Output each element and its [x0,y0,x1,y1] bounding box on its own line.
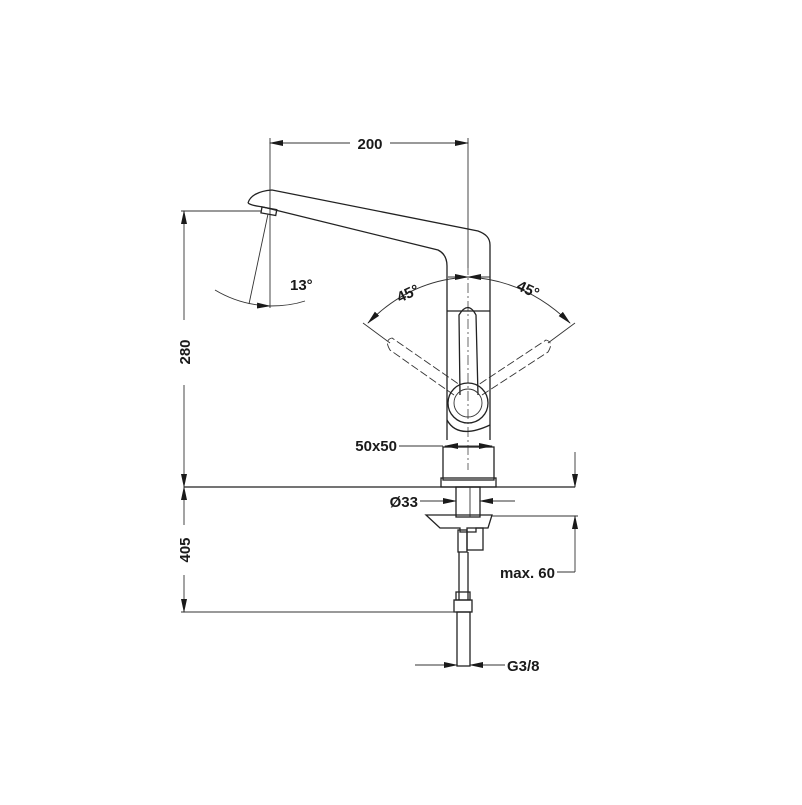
dim-label-50x50: 50x50 [355,438,397,455]
base: 50x50 [355,438,497,488]
dim-label-280: 280 [177,339,194,364]
dimension-connection: G3/8 [415,658,540,675]
dimension-spout-reach: 200 [269,136,469,308]
dim-label-13deg: 13° [290,277,313,294]
dim-label-45-right: 45° [514,277,542,302]
dimension-hole: Ø33 [390,494,515,511]
dimension-height: 280 [177,210,262,488]
dim-label-45-left: 45° [394,281,422,306]
dim-label-405: 405 [177,537,194,562]
dimension-handle-angles: 45° 45° [362,274,576,344]
mounting-hardware [424,486,493,667]
dim-label-g38: G3/8 [507,658,540,675]
dim-label-max60: max. 60 [500,565,555,582]
dim-label-200: 200 [357,136,382,153]
dimension-below-counter: 405 [177,486,455,613]
dimension-spray-angle: 13° [214,213,313,309]
mixer-body [387,306,551,432]
dimension-counter-thickness: max. 60 [492,452,578,582]
dim-label-hole: Ø33 [390,494,418,511]
